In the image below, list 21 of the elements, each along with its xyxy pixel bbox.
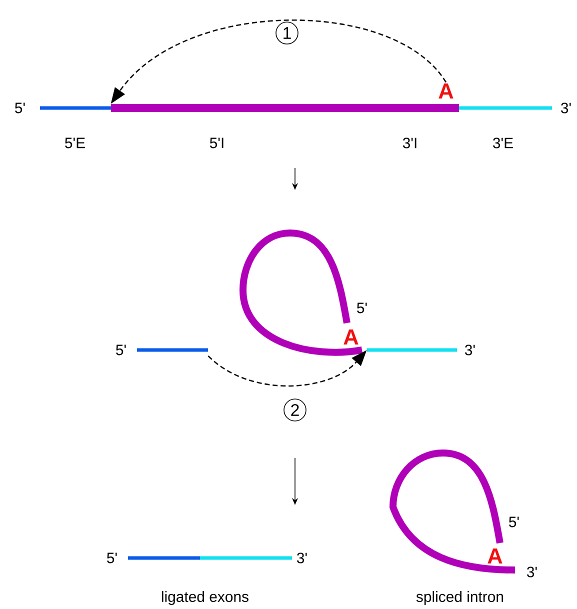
label: 5' [357, 302, 367, 314]
intron-bar [111, 104, 459, 112]
label: 3' [296, 552, 307, 564]
label: 5' [107, 552, 117, 564]
label: 5' [509, 516, 519, 528]
branch-point-letter: A [344, 329, 358, 345]
label: 5' [15, 102, 25, 114]
label: 3'E [493, 138, 513, 148]
label: 3'I [402, 138, 416, 148]
label: 5'E [65, 138, 85, 148]
label: 5' [116, 344, 126, 356]
edge-label: 1 [276, 22, 298, 44]
label: ligated exons [162, 591, 248, 605]
branch-point-letter: A [438, 83, 454, 99]
edge-label: 2 [284, 398, 306, 422]
label: 3' [526, 566, 537, 578]
label: 5'I [210, 138, 224, 148]
label: 3' [464, 344, 475, 356]
branch-point-letter: A [488, 548, 502, 564]
label: 3' [560, 102, 571, 114]
label: spliced intron [416, 591, 504, 605]
